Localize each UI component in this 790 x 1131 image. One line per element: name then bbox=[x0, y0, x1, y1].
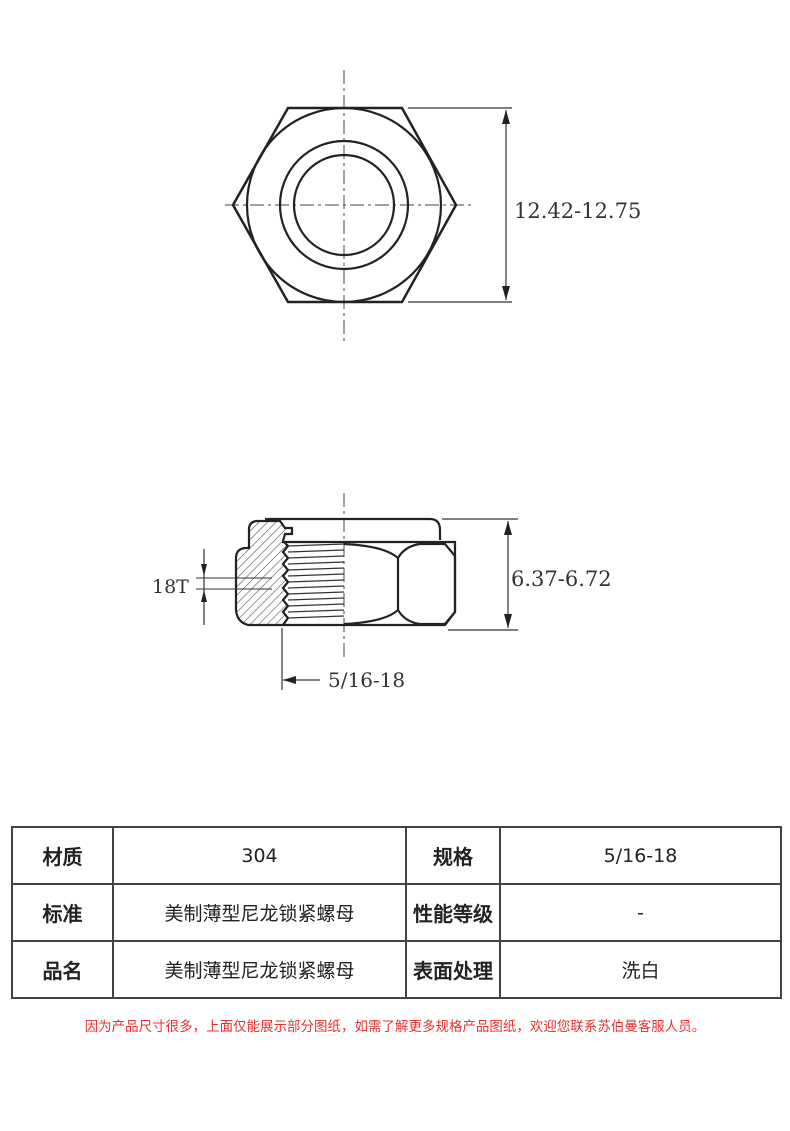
nylon-ring bbox=[278, 139, 410, 271]
thread-size-label: 5/16-18 bbox=[328, 668, 405, 692]
chamfer-circle bbox=[245, 106, 443, 304]
technical-drawing: 12.42-12.75 bbox=[152, 70, 641, 692]
bore bbox=[292, 153, 396, 257]
hex-outline bbox=[231, 106, 458, 304]
grade-label: 性能等级 bbox=[405, 883, 501, 942]
spec-label: 规格 bbox=[405, 826, 501, 885]
spec-table: 材质 304 规格 5/16-18 标准 美制薄型尼龙锁紧螺母 性能等级 - 品… bbox=[11, 826, 782, 999]
table-row: 品名 美制薄型尼龙锁紧螺母 表面处理 洗白 bbox=[11, 940, 782, 999]
width-dimension: 12.42-12.75 bbox=[514, 199, 641, 223]
surface-treatment-value: 洗白 bbox=[499, 940, 782, 999]
table-row: 材质 304 规格 5/16-18 bbox=[11, 826, 782, 885]
side-view: 6.37-6.72 18T 5/16-18 bbox=[152, 493, 612, 692]
surface-treatment-label: 表面处理 bbox=[405, 940, 501, 999]
product-name-value: 美制薄型尼龙锁紧螺母 bbox=[112, 940, 407, 999]
grade-value: - bbox=[499, 883, 782, 942]
spec-value: 5/16-18 bbox=[499, 826, 782, 885]
table-row: 标准 美制薄型尼龙锁紧螺母 性能等级 - bbox=[11, 883, 782, 942]
standard-label: 标准 bbox=[11, 883, 114, 942]
material-label: 材质 bbox=[11, 826, 114, 885]
top-view: 12.42-12.75 bbox=[225, 70, 641, 345]
height-dimension: 6.37-6.72 bbox=[511, 567, 612, 591]
section-hatch bbox=[234, 519, 294, 627]
thread-pitch-label: 18T bbox=[152, 576, 189, 598]
product-name-label: 品名 bbox=[11, 940, 114, 999]
material-value: 304 bbox=[112, 826, 407, 885]
standard-value: 美制薄型尼龙锁紧螺母 bbox=[112, 883, 407, 942]
footer-note: 因为产品尺寸很多，上面仅能展示部分图纸，如需了解更多规格产品图纸，欢迎您联系苏伯… bbox=[84, 1020, 706, 1035]
